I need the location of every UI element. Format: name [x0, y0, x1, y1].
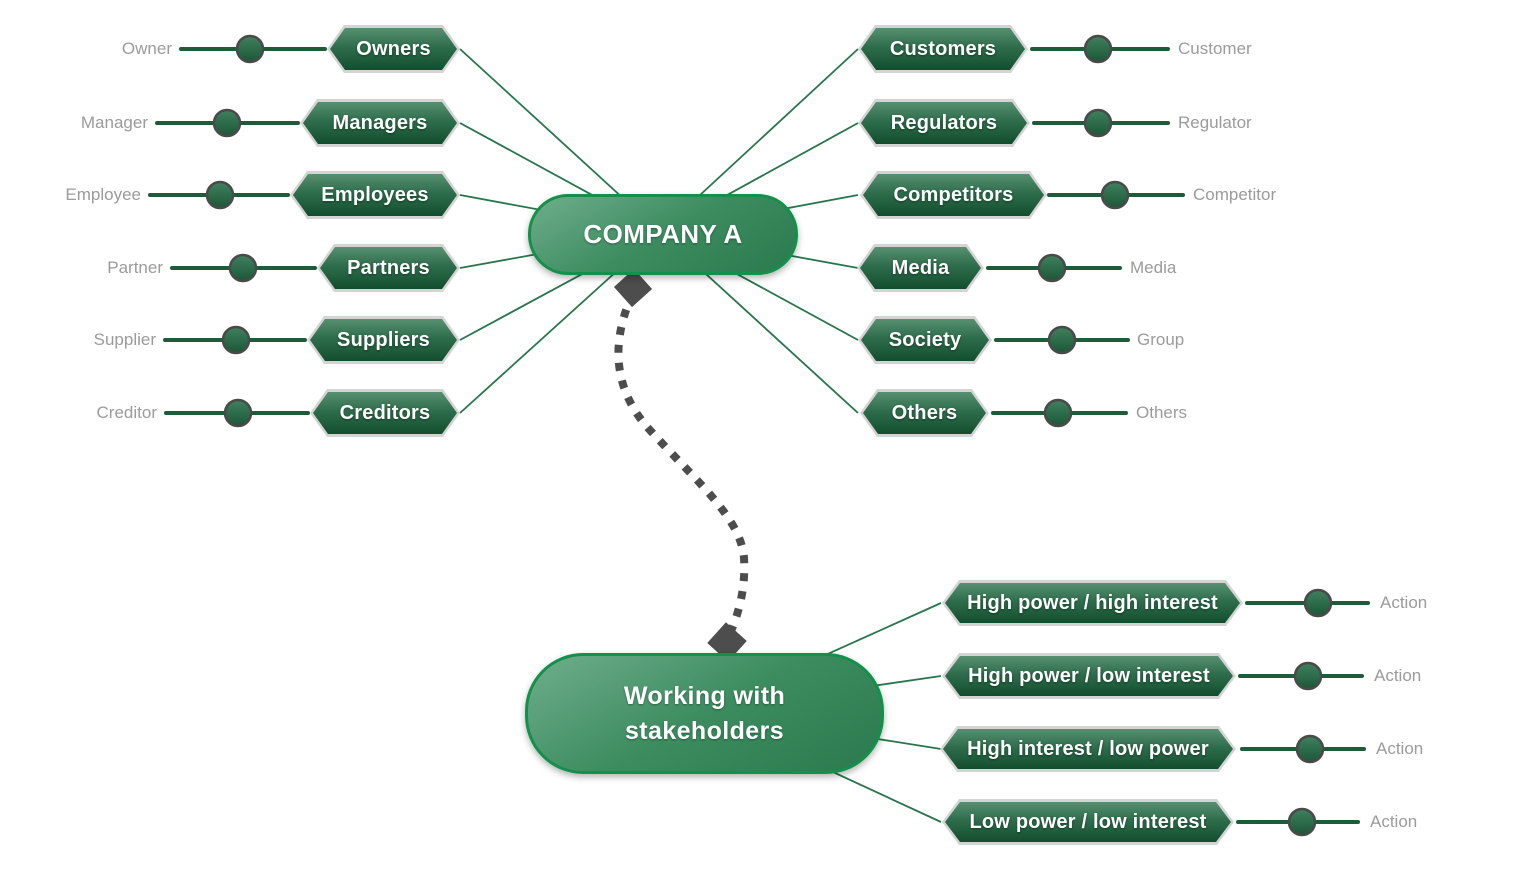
dot-regulator [1083, 108, 1113, 138]
node-partners-label: Partners [347, 256, 430, 279]
node-customers-label: Customers [889, 37, 997, 60]
node-suppliers-label: Suppliers [337, 328, 430, 351]
dot-partner [228, 253, 258, 283]
node-media-body: Media [860, 247, 981, 289]
dot-action-2 [1293, 661, 1323, 691]
dot-others [1043, 398, 1073, 428]
leaf-lines-left [148, 47, 327, 415]
leaf-manager[interactable]: Manager [80, 113, 148, 132]
node-employees-body: Employees [293, 174, 457, 216]
dot-manager [212, 108, 242, 138]
node-regulators-body: Regulators [861, 102, 1027, 144]
dot-media [1037, 253, 1067, 283]
node-media[interactable]: Media [857, 244, 984, 292]
node-society[interactable]: Society [858, 316, 992, 364]
node-partners-body: Partners [320, 247, 457, 289]
node-owners-label: Owners [356, 37, 431, 60]
dot-supplier [221, 325, 251, 355]
dot-group [1047, 325, 1077, 355]
node-customers[interactable]: Customers [858, 25, 1028, 73]
node-low-power-low-interest-body: Low power / low interest [945, 802, 1231, 842]
dot-customer [1083, 34, 1113, 64]
dot-creditor [223, 398, 253, 428]
leaf-action-3[interactable]: Action [1376, 739, 1424, 758]
dot-owner [235, 34, 265, 64]
dot-action-1 [1303, 588, 1333, 618]
leaf-creditor[interactable]: Creditor [96, 403, 157, 422]
node-managers-body: Managers [303, 102, 457, 144]
node-high-power-low-interest-body: High power / low interest [945, 656, 1233, 696]
node-others-body: Others [863, 392, 986, 434]
node-low-power-low-interest-label: Low power / low interest [969, 810, 1207, 833]
leaf-group[interactable]: Group [1137, 330, 1185, 349]
dashed-link-line [614, 291, 749, 640]
node-company-a[interactable]: COMPANY A [528, 194, 798, 275]
node-regulators[interactable]: Regulators [858, 99, 1030, 147]
node-working-with-stakeholders[interactable]: Working with stakeholders [525, 653, 884, 774]
node-customers-body: Customers [861, 28, 1025, 70]
node-society-label: Society [888, 328, 962, 351]
node-society-body: Society [861, 319, 989, 361]
node-high-power-high-interest[interactable]: High power / high interest [942, 580, 1243, 626]
node-creditors-label: Creditors [339, 401, 431, 424]
node-employees-label: Employees [321, 183, 429, 206]
node-suppliers-body: Suppliers [310, 319, 457, 361]
node-regulators-label: Regulators [890, 111, 998, 134]
node-high-power-low-interest-label: High power / low interest [968, 664, 1210, 687]
node-high-power-high-interest-label: High power / high interest [967, 591, 1218, 614]
leaf-employee[interactable]: Employee [65, 185, 141, 204]
dashed-link-diamond-bottom [707, 622, 747, 662]
node-creditors-body: Creditors [313, 392, 457, 434]
leaf-customer[interactable]: Customer [1178, 39, 1252, 58]
connector-dots [205, 34, 1333, 837]
dot-employee [205, 180, 235, 210]
node-low-power-low-interest[interactable]: Low power / low interest [942, 799, 1234, 845]
node-creditors[interactable]: Creditors [310, 389, 460, 437]
node-others-label: Others [891, 401, 958, 424]
leaf-action-4[interactable]: Action [1370, 812, 1418, 831]
leaf-others[interactable]: Others [1136, 403, 1188, 422]
node-owners-body: Owners [330, 28, 457, 70]
dot-action-3 [1295, 734, 1325, 764]
leaf-supplier[interactable]: Supplier [93, 330, 156, 349]
node-competitors-label: Competitors [893, 183, 1014, 206]
leaf-media[interactable]: Media [1130, 258, 1177, 277]
node-working-with-stakeholders-label: Working with stakeholders [623, 681, 786, 745]
dashed-link-diamond-top [613, 268, 653, 308]
node-high-interest-low-power-body: High interest / low power [943, 729, 1233, 769]
node-suppliers[interactable]: Suppliers [307, 316, 460, 364]
leaf-regulator[interactable]: Regulator [1178, 113, 1252, 132]
leaf-partner[interactable]: Partner [107, 258, 163, 277]
leaf-lines-actions [1236, 601, 1370, 824]
node-high-interest-low-power[interactable]: High interest / low power [940, 726, 1236, 772]
leaf-owner[interactable]: Owner [121, 39, 172, 58]
node-company-a-label: COMPANY A [583, 219, 743, 249]
node-media-label: Media [891, 256, 950, 279]
node-others[interactable]: Others [860, 389, 989, 437]
node-owners[interactable]: Owners [327, 25, 460, 73]
leaf-lines-right [986, 47, 1185, 415]
dot-competitor [1100, 180, 1130, 210]
leaf-action-1[interactable]: Action [1380, 593, 1428, 612]
node-high-power-high-interest-body: High power / high interest [945, 583, 1240, 623]
leaf-competitor[interactable]: Competitor [1193, 185, 1277, 204]
node-partners[interactable]: Partners [317, 244, 460, 292]
node-high-interest-low-power-label: High interest / low power [967, 737, 1209, 760]
node-employees[interactable]: Employees [290, 171, 460, 219]
dot-action-4 [1287, 807, 1317, 837]
node-competitors-body: Competitors [863, 174, 1044, 216]
leaf-action-2[interactable]: Action [1374, 666, 1422, 685]
node-competitors[interactable]: Competitors [860, 171, 1047, 219]
node-managers-label: Managers [332, 111, 428, 134]
node-managers[interactable]: Managers [300, 99, 460, 147]
node-high-power-low-interest[interactable]: High power / low interest [942, 653, 1236, 699]
